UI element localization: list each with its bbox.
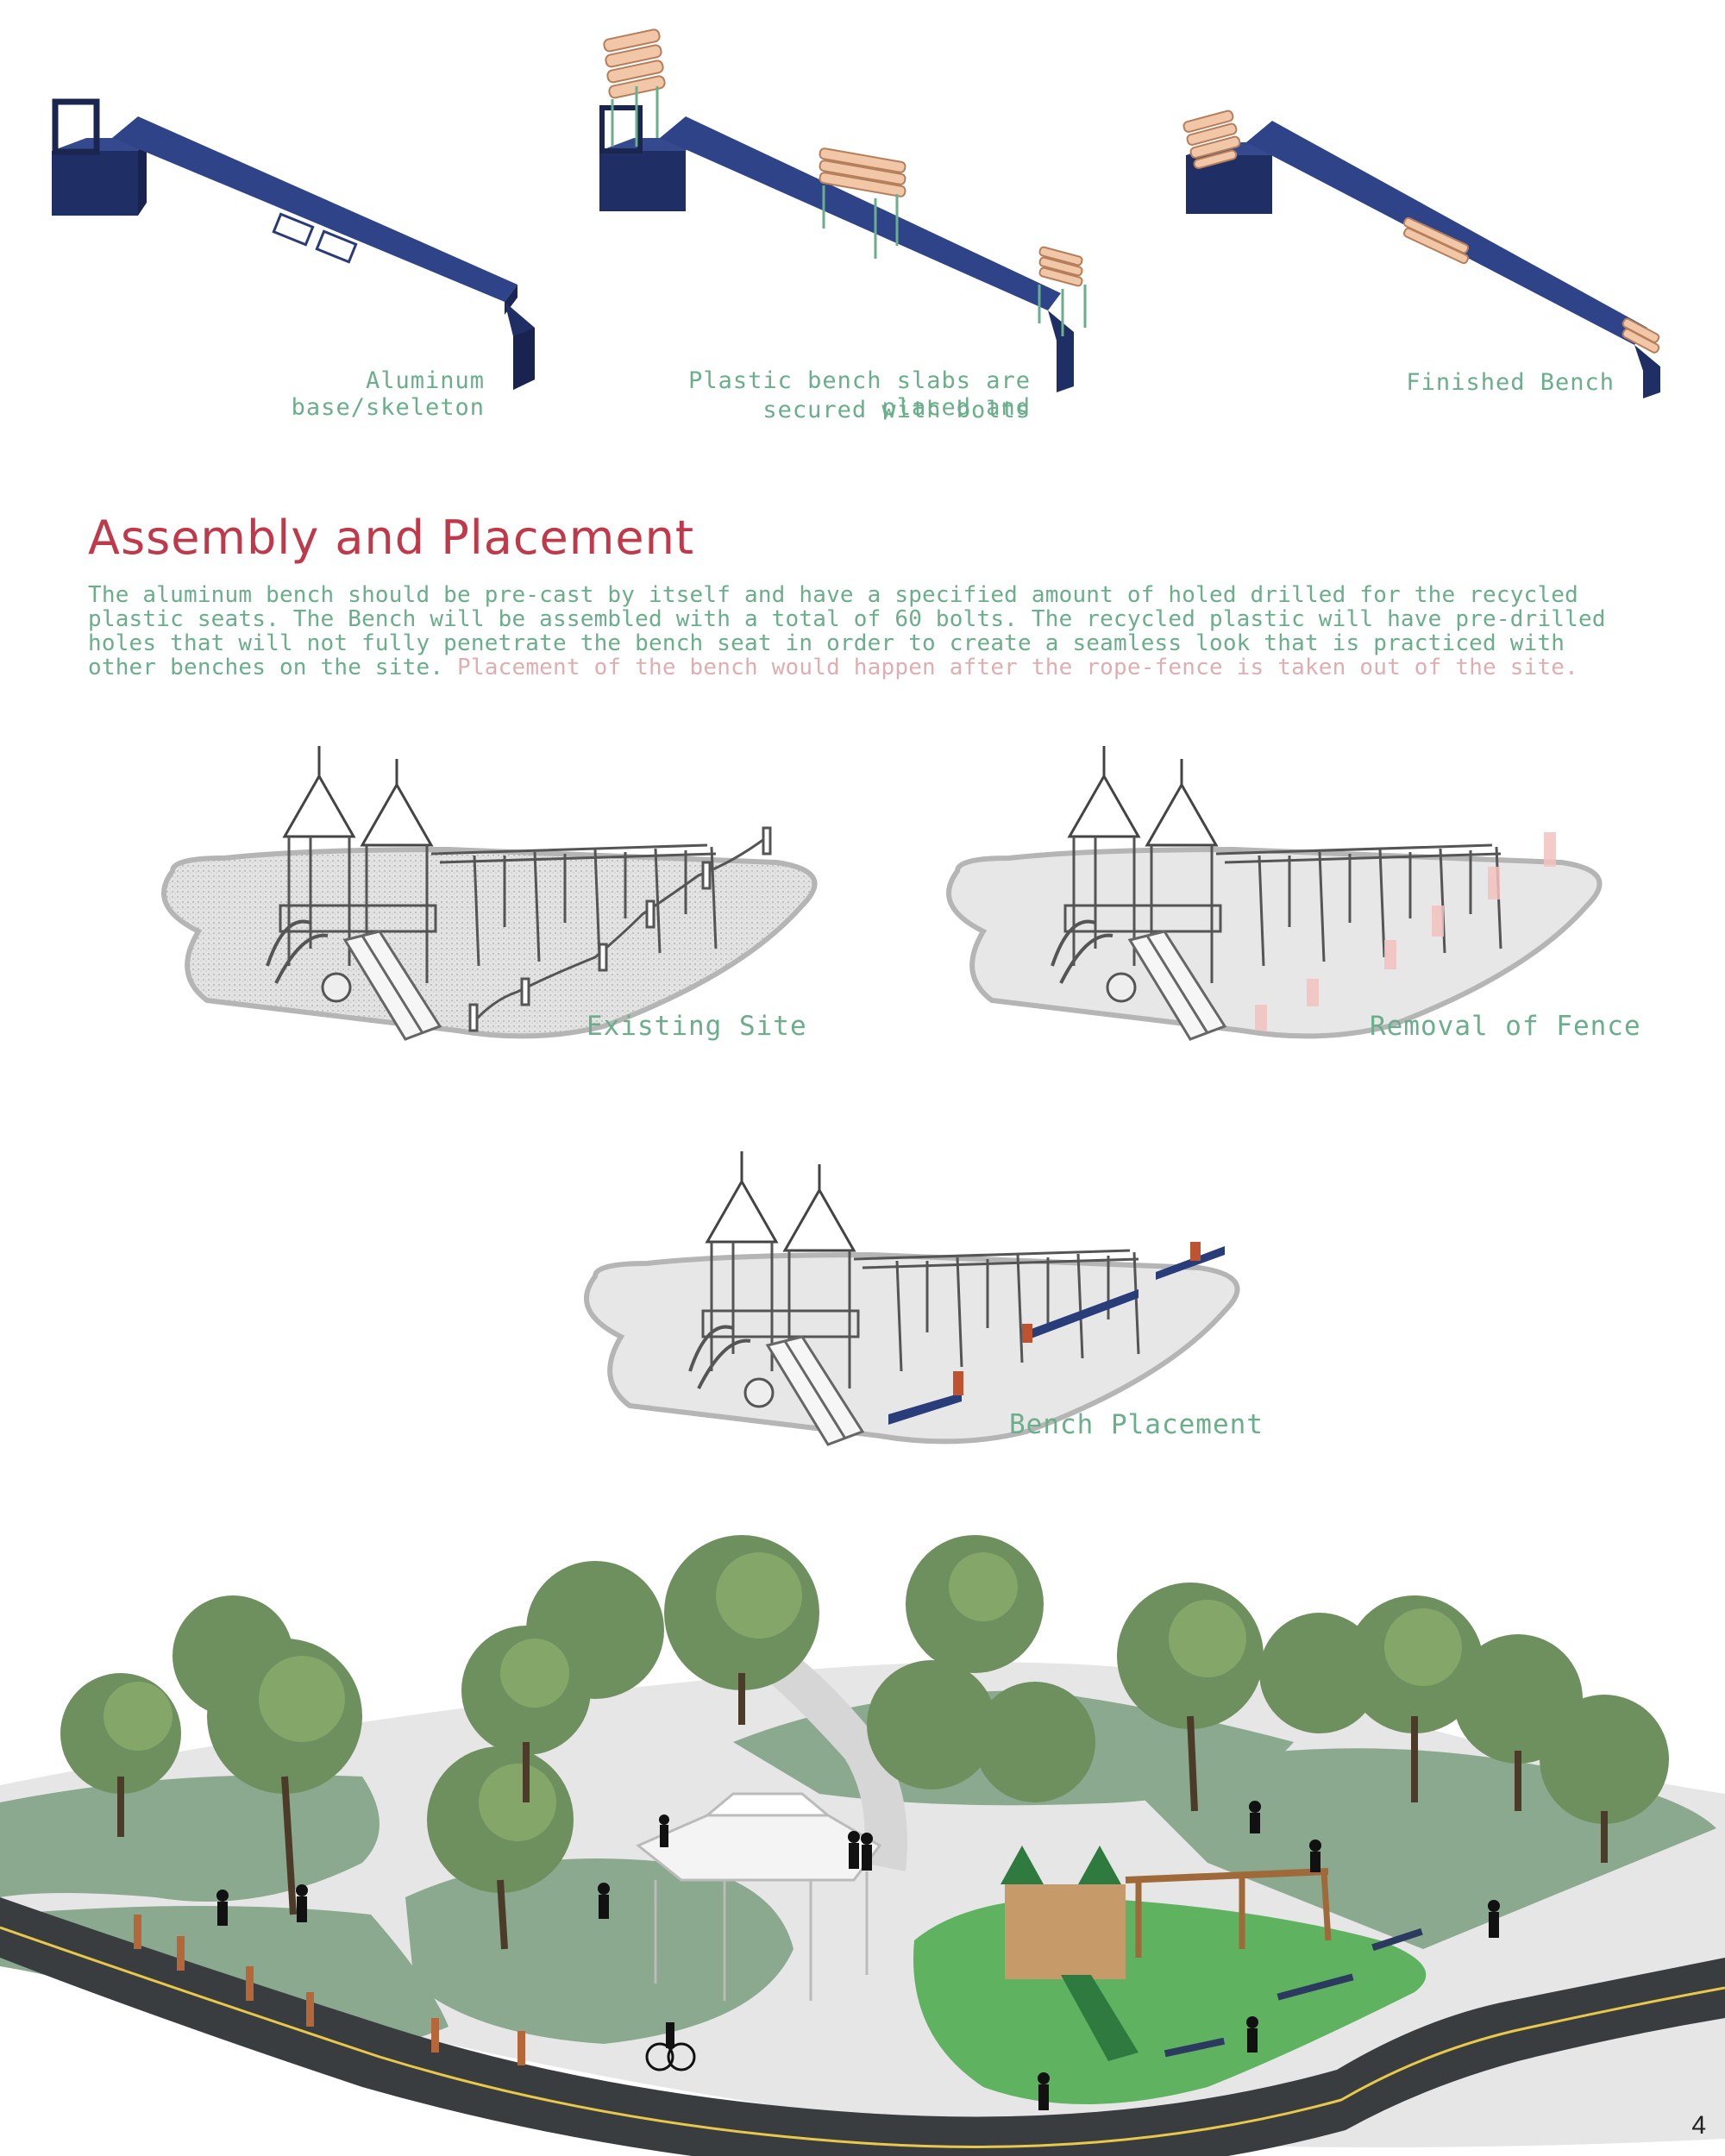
section-title: Assembly and Placement <box>88 511 694 565</box>
finished-bench-caption: Finished Bench <box>1406 369 1615 396</box>
placed-benches <box>888 1242 1225 1425</box>
rope-fence <box>468 826 772 1032</box>
bench-slabs-illustration <box>599 28 1087 392</box>
gazebo <box>636 1792 882 2001</box>
bench-placement-caption: Bench Placement <box>1009 1409 1264 1440</box>
play-structure <box>1000 1846 1332 2061</box>
fence-removal-diagram <box>946 744 1603 1041</box>
road-center-line <box>0 1926 1725 2148</box>
body-highlight-text: Placement of the bench would happen afte… <box>457 655 1579 680</box>
section-body: The aluminum bench should be pre-cast by… <box>88 583 1640 680</box>
finished-bench-illustration <box>1182 110 1660 398</box>
trees <box>60 1535 1669 1950</box>
park-benches <box>1164 1927 1423 2058</box>
aluminum-base-caption: Aluminum base/skeleton <box>291 367 485 421</box>
slabs-caption-line-2: secured with bolts <box>762 397 1031 423</box>
body-main-text: The aluminum bench should be pre-cast by… <box>88 582 1606 680</box>
people-silhouettes <box>216 1801 1500 2110</box>
existing-site-diagram <box>161 744 818 1041</box>
bench-assembly-diagrams <box>52 28 1660 398</box>
road <box>0 1897 1725 2156</box>
removal-of-fence-caption: Removal of Fence <box>1370 1011 1641 1042</box>
bench-placement-diagram <box>584 1150 1240 1446</box>
existing-site-caption: Existing Site <box>586 1011 807 1042</box>
removed-fence-ghost <box>1255 832 1556 1031</box>
left-rope-fence <box>134 1915 525 2065</box>
page-number: 4 <box>1691 2111 1706 2140</box>
site-diagrams <box>161 744 1603 1446</box>
bench-skeleton-illustration <box>52 98 535 390</box>
slabs-caption-line-1: Plastic bench slabs are placed and <box>688 367 1031 421</box>
